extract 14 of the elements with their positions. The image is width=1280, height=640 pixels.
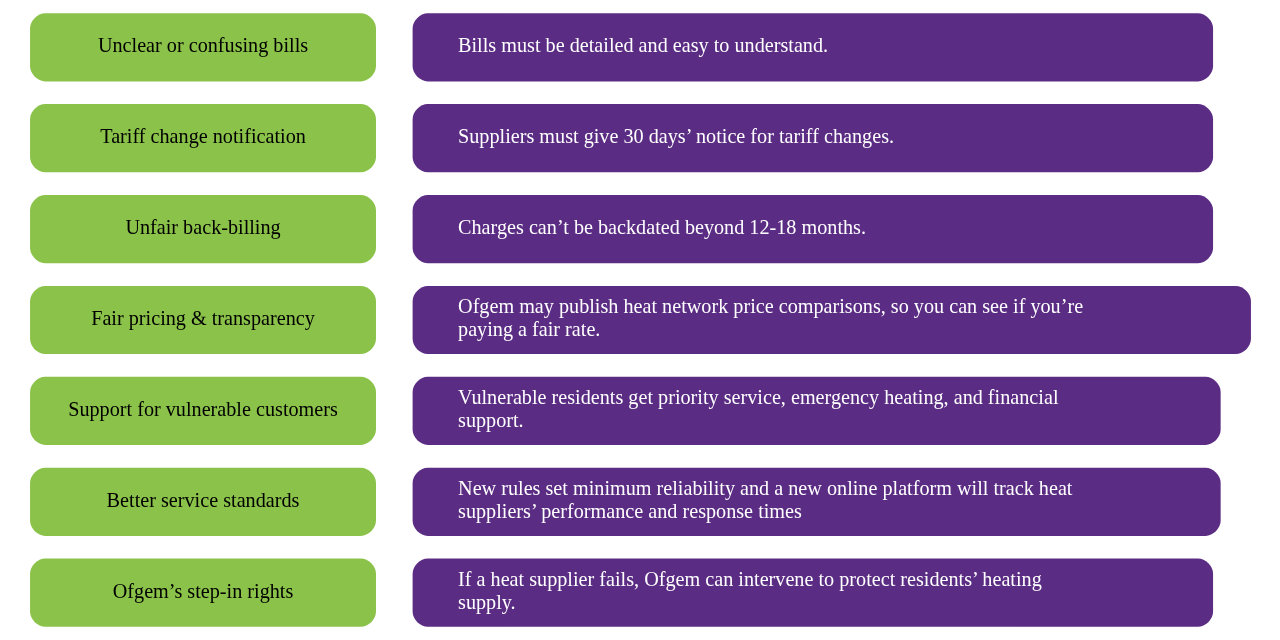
node-box: Fair pricing & transparency bbox=[29, 285, 376, 355]
node-box: Support for vulnerable customers bbox=[29, 376, 376, 445]
node-box: Vulnerable residents get priority service, emergency heating, and financial support. bbox=[412, 376, 1221, 445]
node-box: Unclear or confusing bills bbox=[29, 13, 376, 82]
node-box: If a heat supplier fails, Ofgem can intervene to protect residents’ heating supply. bbox=[412, 558, 1213, 627]
node-box: Bills must be detailed and easy to understand. bbox=[412, 13, 1213, 82]
node-box: New rules set minimum reliability and a new online platform will track heat suppliers’ performance and response times bbox=[412, 467, 1221, 536]
node-box: Charges can’t be backdated beyond 12-18 months. bbox=[412, 195, 1213, 264]
node-box: Ofgem’s step-in rights bbox=[29, 558, 376, 627]
node-box: Unfair back-billing bbox=[29, 195, 376, 264]
node-box: Suppliers must give 30 days’ notice for tariff changes. bbox=[412, 104, 1213, 173]
node-box: Ofgem may publish heat network price comparisons, so you can see if you’re paying a fair rate. bbox=[412, 285, 1251, 355]
node-box: Tariff change notification bbox=[29, 104, 376, 173]
node-box: Better service standards bbox=[29, 467, 376, 536]
